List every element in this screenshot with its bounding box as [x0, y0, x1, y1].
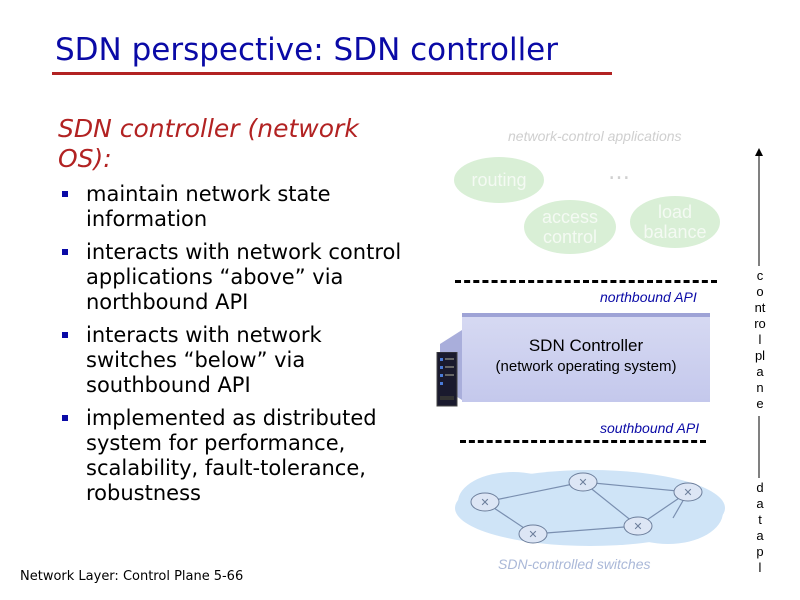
list-item: interacts with network switches “below” …	[60, 323, 405, 398]
switch-icon: ✕	[623, 516, 653, 536]
bullet-icon	[62, 249, 68, 255]
sdn-controller-box	[462, 313, 710, 402]
bullet-list: maintain network state information inter…	[60, 182, 405, 514]
svg-text:✕: ✕	[480, 496, 489, 509]
subtitle: SDN controller (network OS):	[58, 114, 359, 173]
svg-text:✕: ✕	[578, 476, 587, 489]
data-plane-label: d a t a p l	[756, 480, 764, 575]
bullet-icon	[62, 415, 68, 421]
switch-icon: ✕	[470, 492, 500, 512]
control-plane-label: c o nt ro l pl a n e	[754, 268, 766, 411]
controller-title: SDN Controller	[528, 336, 644, 355]
switch-icon: ✕	[673, 482, 703, 502]
list-item: implemented as distributed system for pe…	[60, 406, 405, 506]
svg-text:✕: ✕	[633, 520, 642, 533]
page-number: 5-66	[213, 569, 244, 584]
southbound-line	[460, 440, 706, 443]
plane-divider	[758, 416, 760, 478]
title-underline	[52, 72, 612, 75]
footer-text: Network Layer: Control Plane	[20, 569, 210, 584]
list-item: maintain network state information	[60, 182, 405, 232]
switches-label: SDN-controlled switches	[498, 556, 651, 572]
switch-icon: ✕	[518, 524, 548, 544]
switch-icon: ✕	[568, 472, 598, 492]
list-item: interacts with network control applicati…	[60, 240, 405, 315]
slide-title: SDN perspective: SDN controller	[55, 32, 558, 68]
load-balance-app: load balance	[630, 196, 720, 248]
controller-subtitle: (network operating system)	[495, 358, 677, 375]
server-icon	[436, 352, 458, 407]
apps-label: network-control applications	[508, 128, 682, 144]
bullet-icon	[62, 332, 68, 338]
northbound-line	[455, 280, 717, 283]
control-plane-arrow	[755, 148, 763, 266]
northbound-label: northbound API	[600, 289, 697, 305]
access-control-app: access control	[524, 200, 616, 254]
southbound-label: southbound API	[600, 420, 700, 436]
bullet-icon	[62, 191, 68, 197]
svg-text:✕: ✕	[683, 486, 692, 499]
ellipsis: …	[608, 160, 634, 185]
routing-app: routing	[454, 157, 544, 203]
svg-text:✕: ✕	[528, 528, 537, 541]
switch-network: ✕ ✕ ✕ ✕ ✕	[455, 470, 725, 546]
